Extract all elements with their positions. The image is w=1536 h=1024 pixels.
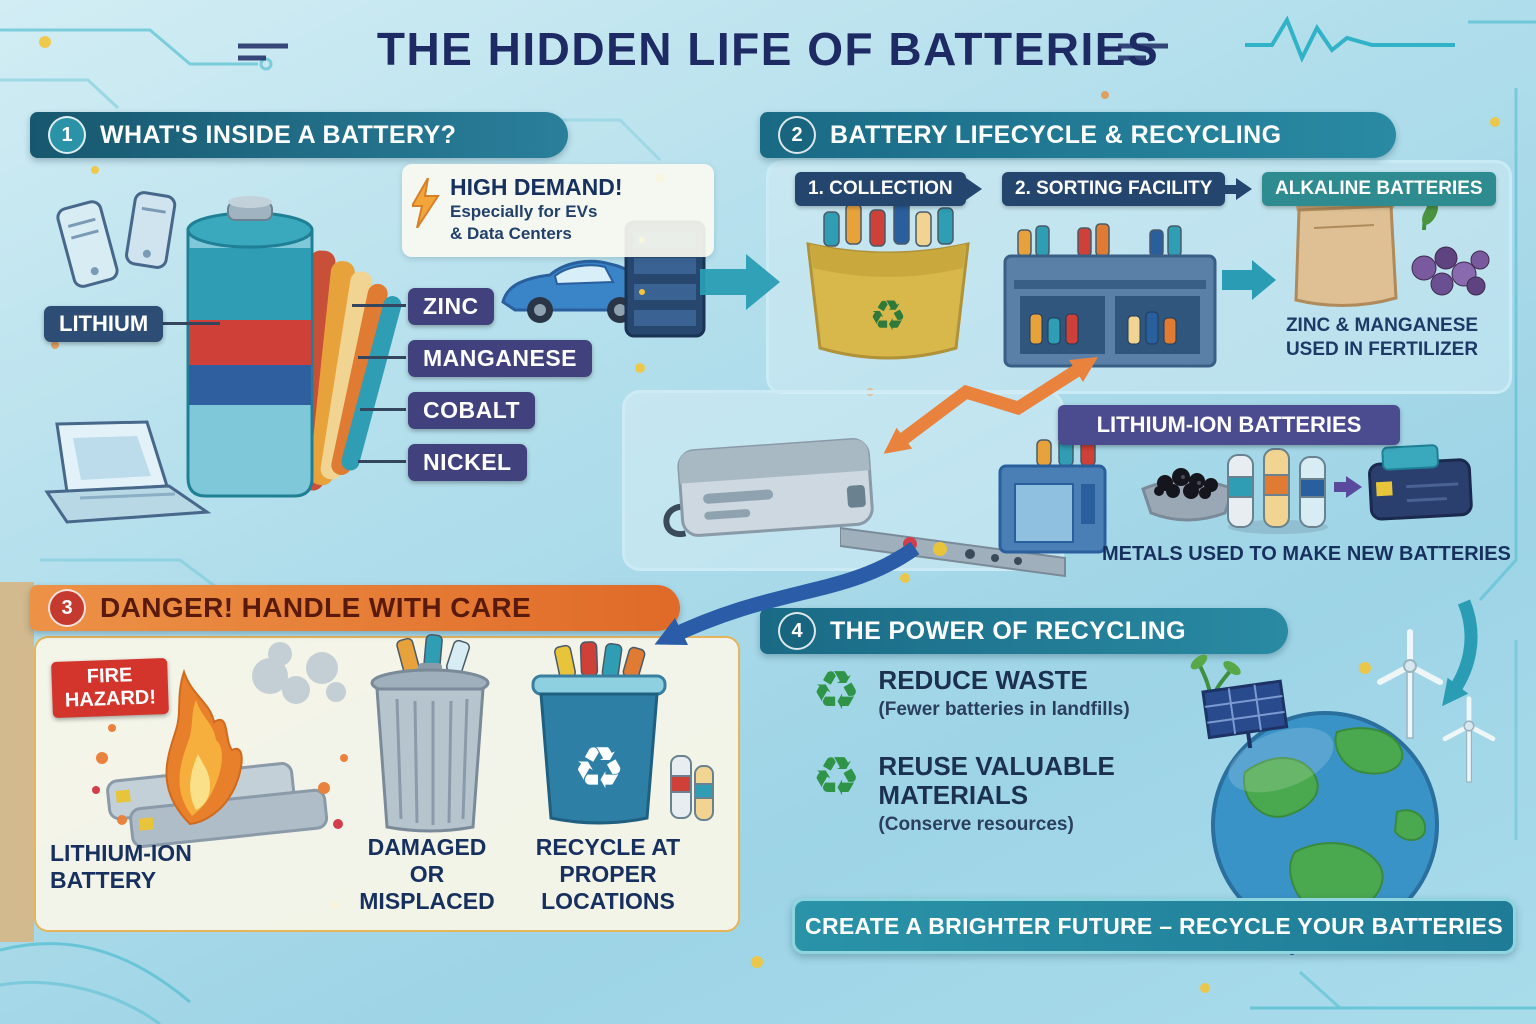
lithium-ion-header: LITHIUM-ION BATTERIES <box>1058 405 1400 445</box>
section1-badge: 1 <box>48 116 86 154</box>
smartphones-icon <box>56 191 177 288</box>
burning-battery-illustration <box>92 642 348 848</box>
battery-pack-illustration <box>663 438 874 537</box>
recycle-bin-illustration: ♻ <box>531 641 714 825</box>
high-demand-callout: HIGH DEMAND! Especially for EVs & Data C… <box>402 164 714 258</box>
collection-bin-illustration: ♻ <box>806 201 970 360</box>
recycle-icon: ♻ <box>812 661 861 721</box>
recycled-cells-illustration <box>1227 448 1328 534</box>
manganese-connector-line <box>358 356 406 359</box>
material-label-nickel: NICKEL <box>408 444 527 481</box>
section1-heading: WHAT'S INSIDE A BATTERY? <box>100 120 457 149</box>
arrow-right-icon <box>1222 260 1276 300</box>
step-arrow-icon <box>1222 178 1252 200</box>
call-to-action-banner: CREATE A BRIGHTER FUTURE – RECYCLE YOUR … <box>792 898 1516 954</box>
step-alkaline-label: ALKALINE BATTERIES <box>1262 172 1496 206</box>
step-sorting-label: 2. SORTING FACILITY <box>1002 172 1226 206</box>
black-mass-illustration <box>1141 468 1235 522</box>
battery-cutaway-illustration <box>186 196 402 498</box>
benefit1-title: REDUCE WASTE <box>878 665 1088 695</box>
fire-hazard-line2: HAZARD! <box>64 686 157 712</box>
cobalt-connector-line <box>360 408 406 411</box>
lightning-icon <box>412 178 440 228</box>
benefit-reuse-materials: ♻ REUSE VALUABLE MATERIALS (Conserve res… <box>812 747 1212 836</box>
high-demand-line2: & Data Centers <box>450 224 572 244</box>
material-label-cobalt: COBALT <box>408 392 536 429</box>
high-demand-title: HIGH DEMAND! <box>450 174 623 200</box>
step-arrow-icon <box>952 178 982 200</box>
section1-header: 1 WHAT'S INSIDE A BATTERY? <box>30 112 568 158</box>
recycle-icon: ♻ <box>812 747 861 807</box>
svg-text:♻: ♻ <box>573 736 625 801</box>
benefit2-subtitle: (Conserve resources) <box>878 814 1074 836</box>
benefit2-title: REUSE VALUABLE MATERIALS <box>878 751 1115 811</box>
orange-flow-arrow-icon <box>883 357 1098 454</box>
laptop-icon <box>44 420 212 524</box>
earth-renewables-illustration <box>1190 629 1496 955</box>
side-accent-strip <box>0 582 34 942</box>
section4-heading: THE POWER OF RECYCLING <box>830 616 1187 645</box>
fire-hazard-label: FIRE HAZARD! <box>51 657 169 719</box>
fertilizer-caption: ZINC & MANGANESE USED IN FERTILIZER <box>1285 315 1479 360</box>
high-demand-line1: Especially for EVs <box>450 202 598 221</box>
section4-header: 4 THE POWER OF RECYCLING <box>760 608 1288 654</box>
material-label-lithium: LITHIUM <box>44 306 164 342</box>
caption-damaged-or-misplaced: DAMAGED OR MISPLACED <box>359 834 495 915</box>
section3-heading: DANGER! HANDLE WITH CARE <box>100 592 532 623</box>
benefit1-subtitle: (Fewer batteries in landfills) <box>878 699 1130 721</box>
section4-badge: 4 <box>778 612 816 650</box>
lithium-connector-line <box>158 322 220 325</box>
material-label-manganese: MANGANESE <box>408 340 593 377</box>
caption-recycle-at-proper-locations: RECYCLE AT PROPER LOCATIONS <box>535 834 681 915</box>
caption-lithium-ion-battery: LITHIUM-ION BATTERY <box>50 840 192 894</box>
metals-caption: METALS USED TO MAKE NEW BATTERIES <box>1102 543 1511 565</box>
svg-text:♻: ♻ <box>869 292 907 339</box>
nickel-connector-line <box>358 460 406 463</box>
new-battery-illustration <box>1368 444 1473 521</box>
zinc-connector-line <box>352 304 406 307</box>
step-collection-label: 1. COLLECTION <box>795 172 966 206</box>
section3-header: 3 DANGER! HANDLE WITH CARE <box>30 585 680 631</box>
section3-badge: 3 <box>48 589 86 627</box>
section2-header: 2 BATTERY LIFECYCLE & RECYCLING <box>760 112 1396 158</box>
arrow-right-icon <box>700 254 780 310</box>
section2-badge: 2 <box>778 116 816 154</box>
sorting-facility-illustration <box>1003 223 1217 368</box>
section2-heading: BATTERY LIFECYCLE & RECYCLING <box>830 120 1282 149</box>
teal-down-arrow-icon <box>1442 599 1478 707</box>
benefit-reduce-waste: ♻ REDUCE WASTE (Fewer batteries in landf… <box>812 661 1192 721</box>
trash-can-illustration <box>370 634 490 833</box>
arrow-right-icon <box>1334 476 1362 498</box>
material-label-zinc: ZINC <box>408 288 494 325</box>
blue-flow-arrow-icon <box>654 541 920 646</box>
page-title: THE HIDDEN LIFE OF BATTERIES <box>376 23 1160 75</box>
